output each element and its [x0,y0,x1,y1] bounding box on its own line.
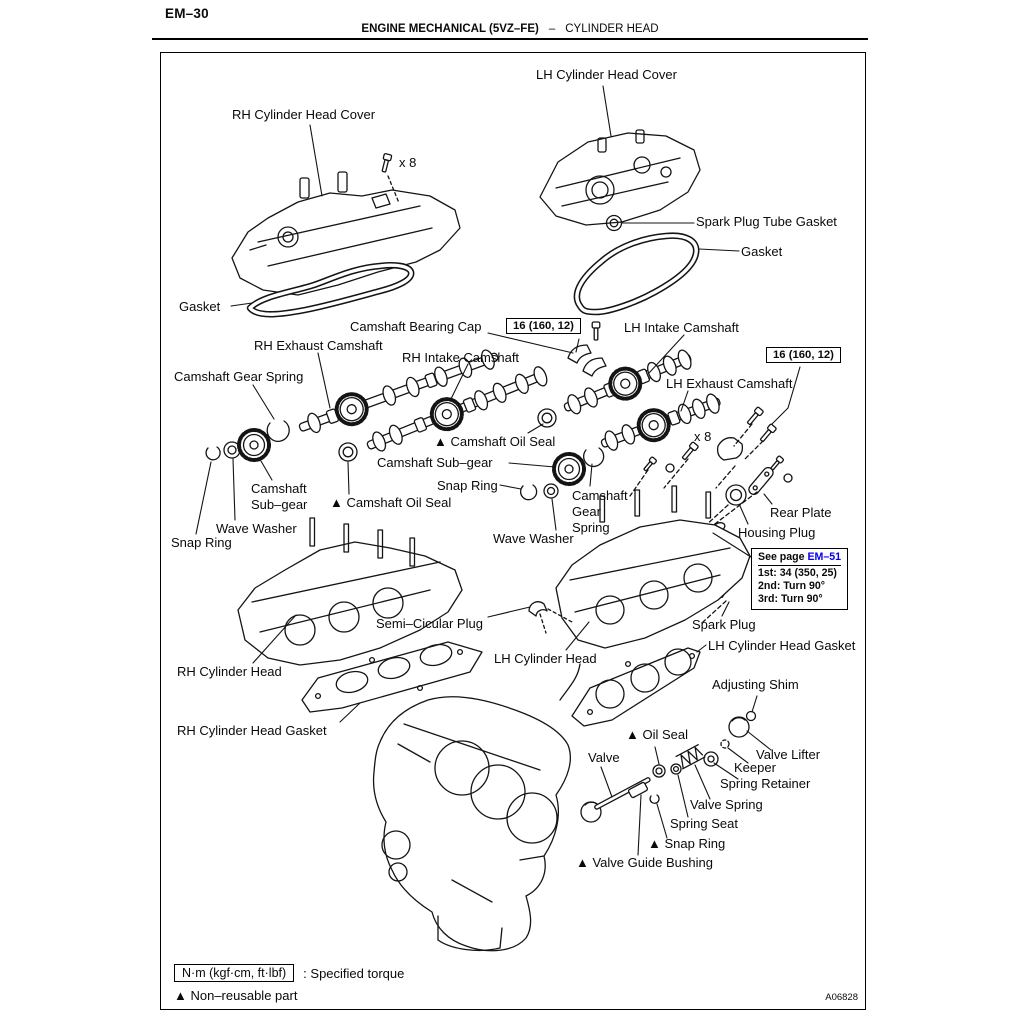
label-rh-exhaust-camshaft: RH Exhaust Camshaft [254,338,383,353]
center-rings-art [519,408,605,501]
label-camshaft-bearing-cap: Camshaft Bearing Cap [350,319,482,334]
x8-bolt-dash [387,175,400,204]
label-valve: Valve [588,750,620,765]
engine-block-art [372,663,581,952]
label-lh-exhaust-camshaft: LH Exhaust Camshaft [666,376,793,391]
see-page-row: See page EM–51 [758,551,842,566]
lh-cover-art [539,129,701,226]
legend-nonreusable: ▲ Non–reusable part [174,988,298,1003]
label-camshaft-oil-seal-left: ▲ Camshaft Oil Seal [330,495,452,510]
rh-cylinder-head-art [237,517,463,666]
cap-bolt-art [591,321,601,341]
label-spark-plug: Spark Plug [692,617,756,632]
label-camshaft-sub-gear-center: Camshaft Sub–gear [377,455,493,470]
legend-torque-symbol: N·m (kgf·cm, ft·lbf) [174,964,295,982]
label-snap-ring-center: Snap Ring [437,478,498,493]
torque-procedure-box: See page EM–51 1st: 34 (350, 25) 2nd: Tu… [751,548,849,610]
valve-train-art [580,710,757,823]
lh-intake-camshaft-art [563,349,692,415]
legend-torque-row: N·m (kgf·cm, ft·lbf) : Specified torque [174,964,404,982]
semi-circular-plug-art [528,601,573,634]
label-x8-top: x 8 [399,155,417,170]
label-rh-cylinder-head-cover: RH Cylinder Head Cover [232,107,376,122]
x8-bolt-art [381,153,393,173]
label-semi-circular-plug: Semi–Cicular Plug [376,616,483,631]
label-rh-intake-camshaft: RH Intake Camshaft [402,350,520,365]
label-adjusting-shim: Adjusting Shim [712,677,799,692]
section-separator: – [548,23,556,35]
lh-cover-gasket-art [573,232,700,316]
label-valve-spring: Valve Spring [690,797,763,812]
label-lh-cylinder-head: LH Cylinder Head [494,651,597,666]
label-camshaft-gear-spring-left: Camshaft Gear Spring [174,369,304,384]
torque-step-2: 2nd: Turn 90° [758,579,826,592]
figure-code: A06828 [825,992,858,1003]
left-rings-art [205,420,358,462]
lh-exhaust-camshaft-art [600,393,721,451]
label-spring-seat: Spring Seat [670,816,738,831]
rh-cover-gasket-art [246,262,415,318]
label-rear-plate: Rear Plate [770,505,832,520]
label-camshaft-gear-spring-right: Camshaft Gear Spring [572,488,628,535]
label-keeper: Keeper [734,760,776,775]
rh-exhaust-camshaft-art [298,349,499,434]
label-lh-cylinder-head-gasket: LH Cylinder Head Gasket [708,638,856,653]
rh-cover-art [231,171,461,296]
page-number: EM–30 [165,6,209,21]
label-gasket-right: Gasket [741,244,783,259]
label-camshaft-oil-seal-center: ▲ Camshaft Oil Seal [434,434,556,449]
legend-torque-meaning: : Specified torque [303,965,405,981]
label-valve-guide-bushing: ▲ Valve Guide Bushing [576,855,713,870]
lh-cylinder-head-art [555,485,751,649]
label-lh-cylinder-head-cover: LH Cylinder Head Cover [536,67,677,82]
label-rh-cylinder-head-gasket: RH Cylinder Head Gasket [177,723,327,738]
see-page-link[interactable]: EM–51 [807,551,842,563]
camshaft-bearing-cap-art [567,344,607,377]
label-rh-cylinder-head: RH Cylinder Head [177,664,282,679]
rh-intake-camshaft-art [366,366,548,452]
label-valve-lifter: Valve Lifter [756,747,821,762]
label-housing-plug: Housing Plug [738,525,816,540]
label-wave-washer-left: Wave Washer [216,521,297,536]
torque-step-1: 1st: 34 (350, 25) [758,566,837,579]
label-spring-retainer: Spring Retainer [720,776,811,791]
header-rule [152,38,868,41]
rh-head-gasket-art [301,641,483,713]
label-lh-intake-camshaft: LH Intake Camshaft [624,320,739,335]
see-page-prefix: See page [758,551,808,563]
section-header: ENGINE MECHANICAL (5VZ–FE)–CYLINDER HEAD [150,23,870,35]
label-spark-plug-tube-gasket: Spark Plug Tube Gasket [696,214,837,229]
lh-head-gasket-art [571,647,701,727]
leader-lines [195,85,801,856]
label-gasket-left: Gasket [179,299,221,314]
label-snap-ring-bottom: ▲ Snap Ring [648,836,726,851]
section-subtitle: CYLINDER HEAD [565,23,659,35]
torque-spec-box-2: 16 (160, 12) [766,347,841,363]
label-wave-washer-right: Wave Washer [493,531,574,546]
section-title: ENGINE MECHANICAL (5VZ–FE) [361,23,539,35]
label-x8-right: x 8 [694,429,712,444]
label-oil-seal: ▲ Oil Seal [626,727,688,742]
torque-step-3: 3rd: Turn 90° [758,592,823,605]
label-camshaft-sub-gear-left: Camshaft Sub–gear [251,481,308,512]
label-snap-ring-left: Snap Ring [171,535,232,550]
torque-spec-box-1: 16 (160, 12) [506,318,581,334]
